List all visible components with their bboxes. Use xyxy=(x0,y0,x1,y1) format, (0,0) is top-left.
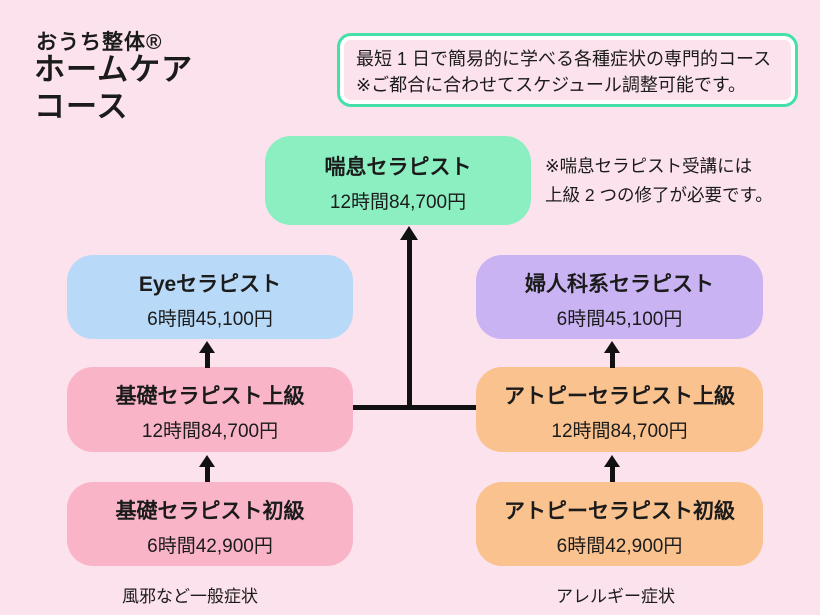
arrow-head xyxy=(604,455,620,467)
schedule-note-line2: ※ご都合に合わせてスケジュール調整可能です。 xyxy=(356,75,747,95)
up-arrow-icon xyxy=(199,341,215,368)
course-price-asthma: 12時間84,700円 xyxy=(329,192,467,214)
connector-up-arrow-head xyxy=(400,226,418,240)
connector-vertical-shaft xyxy=(407,239,412,407)
course-price-atopy-advanced: 12時間84,700円 xyxy=(551,421,688,443)
course-box-atopy-advanced: アトピーセラピスト上級 12時間84,700円 xyxy=(476,367,763,452)
connector-horizontal-bar xyxy=(353,405,476,410)
course-name-basic-beginner: 基礎セラピスト初級 xyxy=(115,500,305,523)
course-box-asthma: 喘息セラピスト 12時間84,700円 xyxy=(265,136,531,225)
category-label-general: 風邪など一般症状 xyxy=(122,587,258,606)
up-arrow-icon xyxy=(604,455,620,482)
course-name-gynecology: 婦人科系セラピスト xyxy=(525,273,714,296)
course-price-eye: 6時間45,100円 xyxy=(147,309,273,331)
arrow-shaft xyxy=(609,353,615,368)
course-name-atopy-advanced: アトピーセラピスト上級 xyxy=(504,385,735,408)
up-arrow-icon xyxy=(199,455,215,482)
schedule-note-line1: 最短 1 日で簡易的に学べる各種症状の専門的コース xyxy=(356,49,772,69)
course-box-basic-beginner: 基礎セラピスト初級 6時間42,900円 xyxy=(67,482,353,566)
arrow-head xyxy=(199,455,215,467)
asthma-requirement-line1: ※喘息セラピスト受講には xyxy=(545,156,753,176)
course-name-eye: Eyeセラピスト xyxy=(138,273,282,296)
up-arrow-icon xyxy=(604,341,620,368)
category-label-allergy: アレルギー症状 xyxy=(556,587,675,606)
course-box-eye: Eyeセラピスト 6時間45,100円 xyxy=(67,255,353,339)
course-name-atopy-beginner: アトピーセラピスト初級 xyxy=(504,500,735,523)
course-price-basic-advanced: 12時間84,700円 xyxy=(141,421,279,443)
arrow-head xyxy=(604,341,620,353)
schedule-note-box: 最短 1 日で簡易的に学べる各種症状の専門的コース ※ご都合に合わせてスケジュー… xyxy=(337,33,798,107)
arrow-head xyxy=(199,341,215,353)
course-box-basic-advanced: 基礎セラピスト上級 12時間84,700円 xyxy=(67,367,353,452)
course-price-atopy-beginner: 6時間42,900円 xyxy=(556,536,683,558)
brand-name: おうち整体® xyxy=(36,31,163,54)
course-box-atopy-beginner: アトピーセラピスト初級 6時間42,900円 xyxy=(476,482,763,566)
course-price-basic-beginner: 6時間42,900円 xyxy=(147,536,273,558)
course-price-gynecology: 6時間45,100円 xyxy=(556,309,683,331)
arrow-shaft xyxy=(204,353,210,368)
course-name-asthma: 喘息セラピスト xyxy=(324,156,472,179)
asthma-requirement-note: ※喘息セラピスト受講には 上級 2 つの修了が必要です。 xyxy=(545,152,773,210)
asthma-requirement-line2: 上級 2 つの修了が必要です。 xyxy=(545,185,773,205)
course-name-basic-advanced: 基礎セラピスト上級 xyxy=(115,385,305,408)
page-title-line2: コース xyxy=(34,88,129,124)
course-box-gynecology: 婦人科系セラピスト 6時間45,100円 xyxy=(476,255,763,339)
page-title: ホームケア コース xyxy=(34,52,193,125)
arrow-shaft xyxy=(609,467,615,482)
arrow-shaft xyxy=(204,467,210,482)
page-title-line1: ホームケア xyxy=(34,52,194,87)
